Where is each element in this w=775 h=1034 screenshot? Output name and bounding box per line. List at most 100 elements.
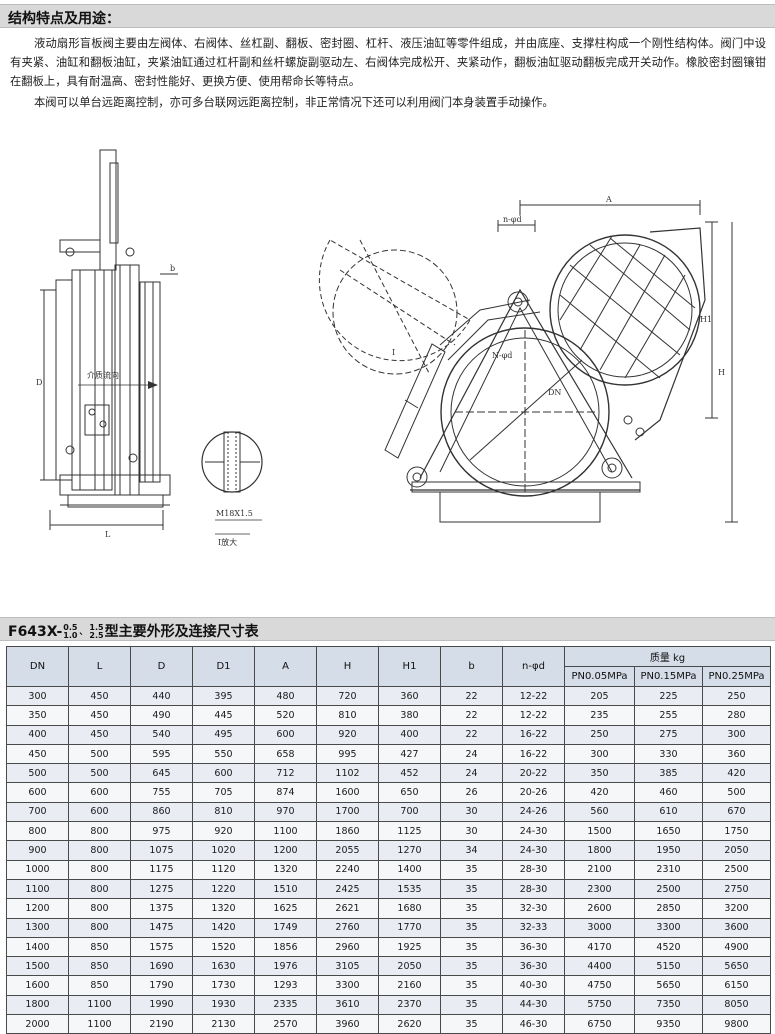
table-cell: 1690 [130,956,193,977]
table-cell: 1600 [316,782,379,803]
table-cell: 2500 [702,859,771,880]
table-cell: 450 [68,724,131,745]
header-A: A [254,646,317,687]
table-cell: 5150 [634,956,703,977]
table-cell: 2190 [130,1014,193,1034]
table-cell: 1100 [6,878,69,900]
table-cell: 452 [378,763,441,784]
table-cell: 720 [316,685,379,707]
table-cell: 874 [254,782,317,803]
header-n-d: n-φd [502,646,565,687]
table-cell: 420 [564,782,635,803]
table-cell: 480 [254,685,317,707]
table-cell: 2960 [316,936,379,958]
header-pn015: PN0.15MPa [634,666,703,687]
front-view [318,200,738,523]
table-cell: 20-22 [502,763,565,784]
table-cell: 1175 [130,859,193,880]
table-cell: 850 [68,956,131,977]
table-cell: 1000 [6,859,69,880]
table-cell: 670 [702,801,771,823]
table-cell: 1420 [192,917,255,938]
table-cell: 400 [6,724,69,745]
table-cell: 250 [564,724,635,745]
table-cell: 4520 [634,936,703,958]
table-cell: 500 [68,763,131,784]
header-DN: DN [6,646,69,687]
detail-I-marker: I [392,348,395,357]
table-cell: 1625 [254,898,317,919]
table-cell: 300 [702,724,771,745]
title-suffix: 型主要外形及连接尺寸表 [104,624,259,640]
table-cell: 490 [130,705,193,726]
table-cell: 2335 [254,994,317,1016]
table-cell: 205 [564,685,635,707]
table-cell: 1375 [130,898,193,919]
table-cell: 560 [564,801,635,823]
section-title-features: 结构特点及用途： [8,11,120,27]
frac2-top: 1.5 [89,623,104,632]
table-cell: 35 [440,975,503,996]
table-cell: 1700 [316,801,379,823]
table-cell: 920 [316,724,379,745]
table-cell: 3300 [634,917,703,938]
table-cell: 1120 [192,859,255,880]
table-cell: 1100 [68,994,131,1016]
dim-L-label: L [105,530,111,539]
table-cell: 3105 [316,956,379,977]
table-cell: 850 [68,936,131,958]
table-cell: 810 [192,801,255,823]
table-cell: 2370 [378,994,441,1016]
table-cell: 1200 [254,840,317,861]
table-cell: 6150 [702,975,771,996]
table-cell: 2760 [316,917,379,938]
table-cell: 16-22 [502,724,565,745]
frac1-bottom: 1.0 [63,631,78,640]
table-cell: 2570 [254,1014,317,1034]
table-cell: 600 [254,724,317,745]
table-cell: 450 [6,743,69,765]
table-cell: 4170 [564,936,635,958]
header-pn005: PN0.05MPa [564,666,635,687]
table-cell: 920 [192,821,255,842]
table-cell: 28-30 [502,859,565,880]
table-cell: 1860 [316,821,379,842]
table-cell: 2310 [634,859,703,880]
table-cell: 645 [130,763,193,784]
table-cell: 2160 [378,975,441,996]
table-cell: 7350 [634,994,703,1016]
table-cell: 1650 [634,821,703,842]
table-cell: 24-30 [502,840,565,861]
table-cell: 395 [192,685,255,707]
header-b: b [440,646,503,687]
detail-I-label: I放大 [218,537,237,547]
table-cell: 35 [440,1014,503,1034]
table-cell: 32-30 [502,898,565,919]
dim-b-label: b [170,264,175,273]
table-cell: 860 [130,801,193,823]
table-cell: 850 [68,975,131,996]
table-header-row-2: PN0.05MPa PN0.15MPa PN0.25MPa [7,666,771,687]
table-cell: 700 [378,801,441,823]
frac1-top: 0.5 [63,623,78,632]
table-cell: 800 [68,878,131,900]
table-cell: 3610 [316,994,379,1016]
table-cell: 1100 [68,1014,131,1034]
table-cell: 440 [130,685,193,707]
table-cell: 2500 [634,878,703,900]
table-cell: 1400 [6,936,69,958]
thread-label: M18X1.5 [216,509,253,518]
description-paragraph-1: 液动扇形盲板阀主要由左阀体、右阀体、丝杠副、翻板、密封圈、杠杆、液压油缸等零件组… [10,37,766,89]
table-cell: 35 [440,859,503,880]
table-cell: 9350 [634,1014,703,1034]
